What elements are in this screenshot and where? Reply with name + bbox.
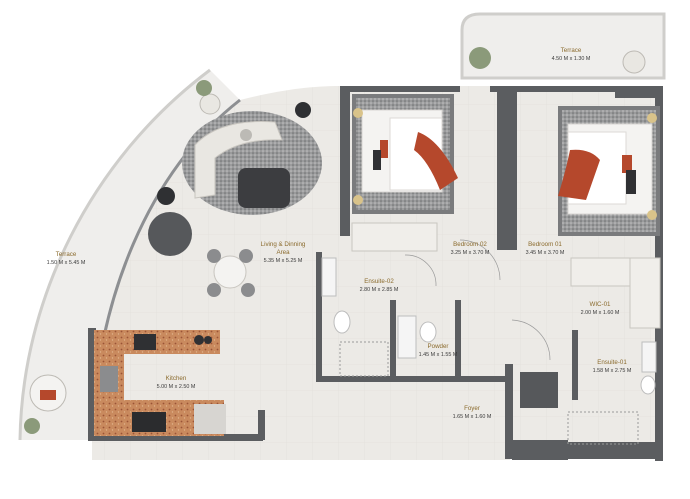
terrace-left-area <box>18 68 240 441</box>
svg-text:1.65 M x 1.60 M: 1.65 M x 1.60 M <box>453 414 492 420</box>
ensuite-01-label: Ensuite-01 1.58 M x 2.75 M <box>593 359 632 374</box>
ensuite-02-label: Ensuite-02 2.80 M x 2.85 M <box>360 278 399 293</box>
terrace-left-label: Terrace 1.50 M x 5.45 M <box>47 251 86 266</box>
bedroom-01-furniture <box>558 106 661 329</box>
svg-text:Foyer: Foyer <box>464 405 480 412</box>
svg-text:1.58 M x 2.75 M: 1.58 M x 2.75 M <box>593 368 632 374</box>
svg-text:Area: Area <box>276 249 290 256</box>
bedroom-01-label: Bedroom 01 3.45 M x 3.70 M <box>526 241 565 256</box>
terrace-furniture <box>24 47 646 434</box>
svg-text:1.50 M x 5.45 M: 1.50 M x 5.45 M <box>47 260 86 266</box>
powder-label: Powder 1.45 M x 1.55 M <box>419 343 458 358</box>
bedroom-02-label: Bedroom 02 3.25 M x 3.70 M <box>451 241 490 256</box>
svg-text:Living & Dinning: Living & Dinning <box>261 241 306 248</box>
svg-text:Terrace: Terrace <box>56 251 77 258</box>
svg-text:Powder: Powder <box>428 343 449 350</box>
svg-text:5.00 M x 2.50 M: 5.00 M x 2.50 M <box>157 384 196 390</box>
terrace-top-label: Terrace 4.50 M x 1.30 M <box>552 47 591 62</box>
wic-01-label: WIC-01 2.00 M x 1.60 M <box>581 301 620 316</box>
svg-text:2.80 M x 2.85 M: 2.80 M x 2.85 M <box>360 287 399 293</box>
svg-text:Ensuite-01: Ensuite-01 <box>597 359 627 366</box>
svg-text:Bedroom 02: Bedroom 02 <box>453 241 487 248</box>
svg-text:Terrace: Terrace <box>561 47 582 54</box>
living-dining-furniture <box>148 102 322 297</box>
bathroom-fixtures <box>321 257 657 445</box>
svg-text:Kitchen: Kitchen <box>166 375 187 382</box>
svg-text:4.50 M x 1.30 M: 4.50 M x 1.30 M <box>552 56 591 62</box>
terrace-top-area <box>460 12 666 80</box>
svg-text:1.45 M x 1.55 M: 1.45 M x 1.55 M <box>419 352 458 358</box>
kitchen-label: Kitchen 5.00 M x 2.50 M <box>157 375 196 390</box>
room-labels: Terrace 4.50 M x 1.30 M Terrace 1.50 M x… <box>47 47 632 420</box>
svg-text:5.35 M x 5.25 M: 5.35 M x 5.25 M <box>264 258 303 264</box>
svg-text:2.00 M x 1.60 M: 2.00 M x 1.60 M <box>581 310 620 316</box>
svg-text:3.45 M x 3.70 M: 3.45 M x 3.70 M <box>526 250 565 256</box>
foyer-label: Foyer 1.65 M x 1.60 M <box>453 405 492 420</box>
door-swings <box>404 239 551 361</box>
living-dining-label: Living & Dinning Area 5.35 M x 5.25 M <box>261 241 306 264</box>
svg-text:Ensuite-02: Ensuite-02 <box>364 278 394 285</box>
bedroom-02-furniture <box>351 94 458 252</box>
kitchen-furniture <box>94 330 226 436</box>
svg-text:Bedroom 01: Bedroom 01 <box>528 241 562 248</box>
svg-text:3.25 M x 3.70 M: 3.25 M x 3.70 M <box>451 250 490 256</box>
svg-text:WIC-01: WIC-01 <box>590 301 612 308</box>
